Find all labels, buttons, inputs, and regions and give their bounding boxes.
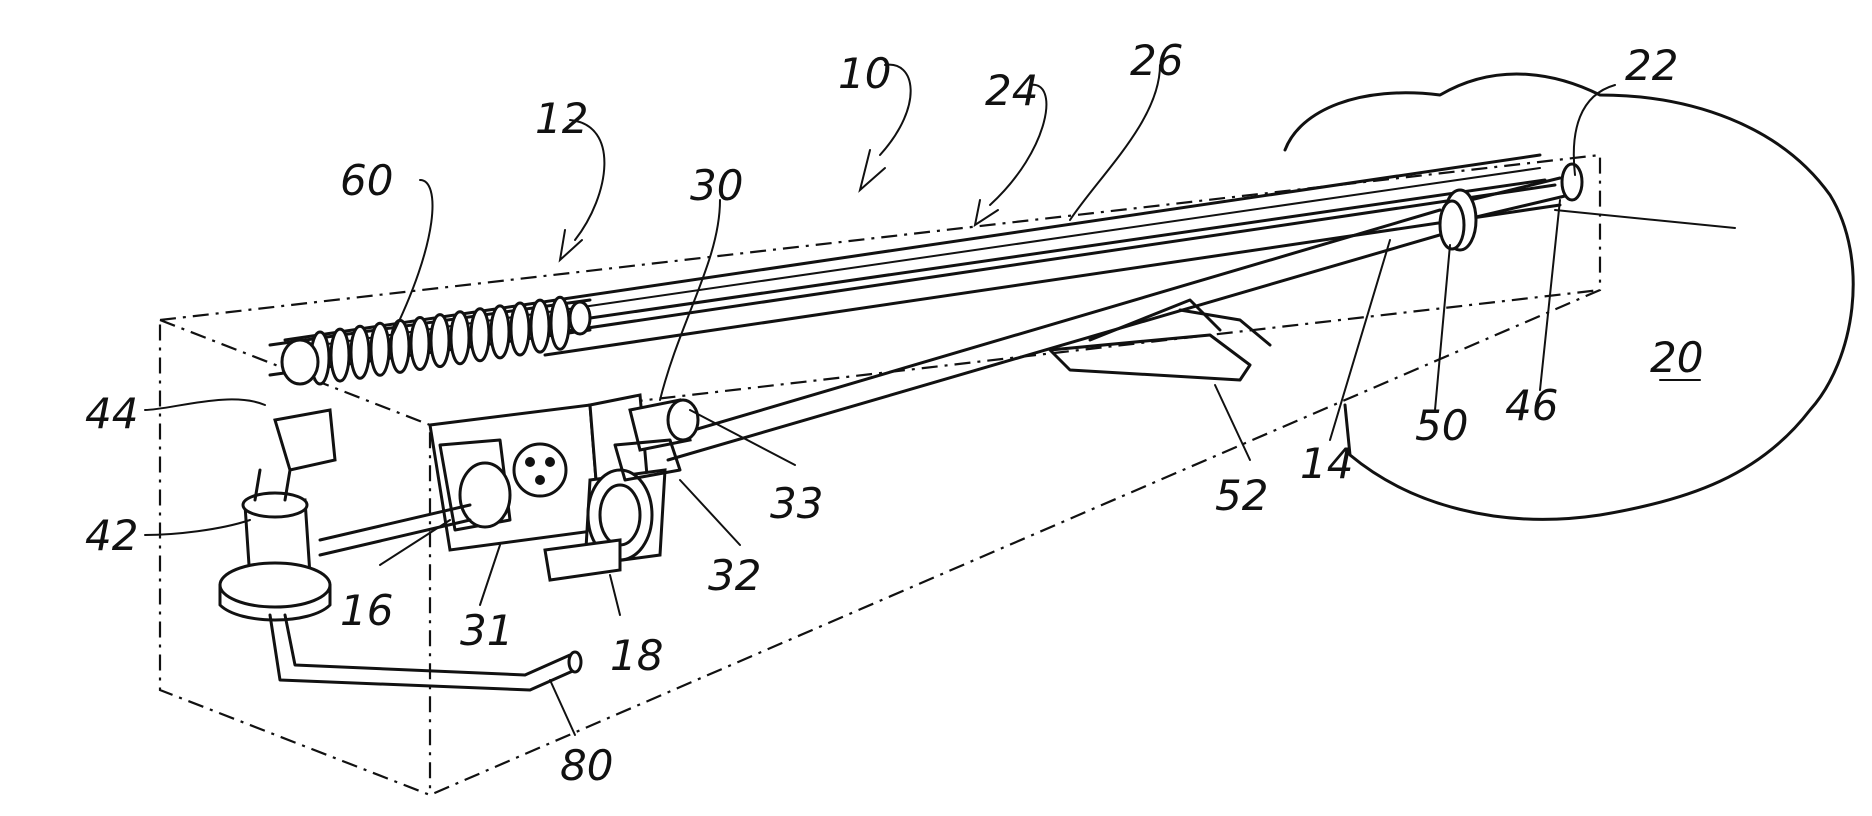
ref-42: 42 — [85, 511, 138, 560]
ref-50: 50 — [1415, 401, 1468, 450]
ref-31: 31 — [460, 606, 513, 655]
ref-16: 16 — [340, 586, 393, 635]
pipe-80 — [270, 615, 581, 690]
spring-coil — [391, 320, 409, 372]
spring-coil — [371, 323, 389, 375]
ref-33: 33 — [770, 479, 823, 528]
spring-coil — [471, 309, 489, 361]
gearbox-18 — [430, 395, 665, 580]
ref-46: 46 — [1505, 381, 1558, 430]
actuator-42 — [220, 410, 335, 620]
ref-14: 14 — [1300, 439, 1353, 488]
spring-coil — [351, 326, 369, 378]
ref-30: 30 — [690, 161, 743, 210]
spring-coil — [331, 329, 349, 381]
ref-44: 44 — [85, 389, 138, 438]
region-20-boundary — [1285, 74, 1853, 519]
ref-26: 26 — [1130, 36, 1183, 85]
ref-52: 52 — [1215, 471, 1268, 520]
spring-coil — [491, 306, 509, 358]
spring-coil — [531, 300, 549, 352]
ref-12: 12 — [535, 94, 588, 143]
spring-coil — [431, 315, 449, 367]
end-ring-22 — [1562, 164, 1582, 200]
ref-22: 22 — [1625, 41, 1678, 90]
ref-10: 10 — [838, 49, 891, 98]
collar-50 — [1440, 190, 1476, 250]
ref-18: 18 — [610, 631, 663, 680]
region-20-centerline — [1555, 210, 1735, 228]
ref-60: 60 — [340, 156, 393, 205]
ref-20: 20 — [1650, 333, 1703, 382]
coil-spring-60 — [270, 297, 590, 384]
ref-24: 24 — [985, 66, 1038, 115]
ref-32: 32 — [708, 551, 761, 600]
spring-coil — [451, 312, 469, 364]
spring-coil — [551, 297, 569, 349]
spring-coil — [411, 318, 429, 370]
spring-coil — [511, 303, 529, 355]
ref-80: 80 — [560, 741, 613, 790]
